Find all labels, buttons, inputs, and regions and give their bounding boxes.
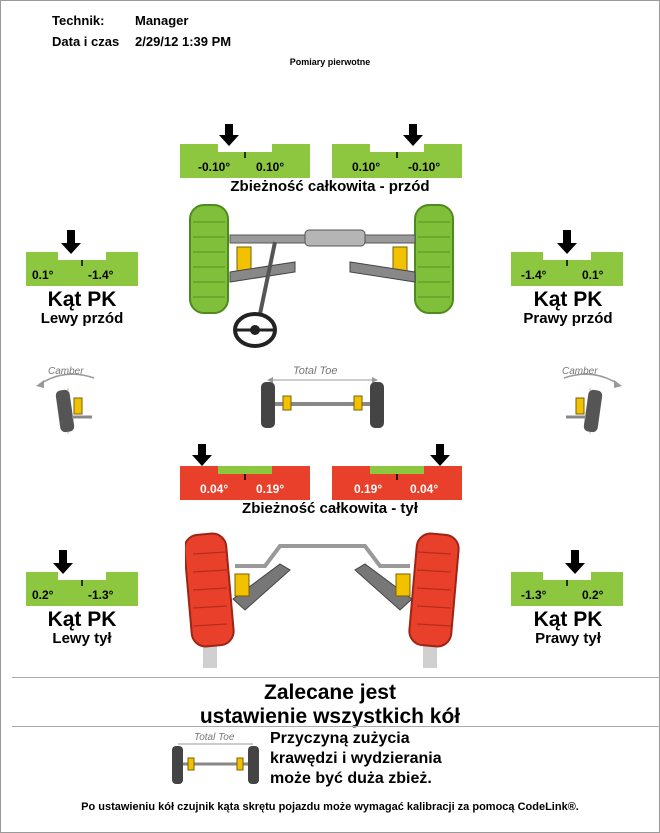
total-toe-label: Total Toe (293, 365, 337, 377)
rear-right-camber-gauge: -1.3° 0.2° (511, 550, 623, 606)
front-right-toe-max: -0.10° (408, 160, 441, 174)
front-right-camber-title: Kąt PK (533, 288, 603, 311)
rear-right-toe-min: 0.19° (354, 482, 383, 496)
front-right-toe-gauge: 0.10° -0.10° (332, 122, 462, 178)
note-line3: może być duża zbież. (270, 770, 432, 787)
rear-left-camber-title: Kąt PK (47, 608, 117, 631)
camber-right-label: Camber (562, 366, 598, 377)
front-right-camber-max: 0.1° (582, 268, 604, 282)
camber-diagram-left: Camber (30, 362, 110, 441)
total-toe-small-label: Total Toe (194, 732, 235, 743)
front-left-toe-max: 0.10° (256, 160, 285, 174)
datetime-value: 2/29/12 1:39 PM (135, 34, 232, 49)
rear-left-camber-min: 0.2° (32, 588, 54, 602)
datetime-label: Data i czas (52, 34, 120, 49)
rear-right-camber-min: -1.3° (521, 588, 547, 602)
front-left-camber-gauge: 0.1° -1.4° (26, 230, 138, 286)
camber-diagram-right: Camber (548, 362, 628, 441)
front-left-camber-min: 0.1° (32, 268, 54, 282)
rear-right-camber-subtitle: Prawy tył (535, 630, 601, 647)
front-right-camber-min: -1.4° (521, 268, 547, 282)
front-right-camber-gauge: -1.4° 0.1° (511, 230, 623, 286)
front-right-toe-min: 0.10° (352, 160, 381, 174)
rear-toe-title: Zbieżność całkowita - tył (242, 500, 418, 517)
rear-left-camber-gauge: 0.2° -1.3° (26, 550, 138, 606)
rear-right-toe-max: 0.04° (410, 482, 439, 496)
total-toe-small-diagram: Total Toe (168, 730, 263, 791)
report-subtitle: Pomiary pierwotne (289, 57, 371, 67)
rear-axle-diagram (183, 524, 465, 674)
front-left-toe-gauge: -0.10° 0.10° (180, 122, 310, 178)
front-left-camber-title: Kąt PK (47, 288, 117, 311)
front-right-camber-subtitle: Prawy przód (523, 310, 613, 327)
front-left-toe-min: -0.10° (198, 160, 231, 174)
rear-left-toe-gauge: 0.04° 0.19° (180, 444, 310, 500)
recommendation-line2: ustawienie wszystkich kół (199, 705, 461, 728)
front-axle-diagram (185, 202, 465, 357)
recommendation-line1: Zalecane jest (264, 681, 396, 704)
divider-bottom (12, 726, 660, 727)
technician-value: Manager (135, 13, 189, 28)
rear-left-camber-subtitle: Lewy tył (52, 630, 112, 647)
rear-left-toe-max: 0.19° (256, 482, 285, 496)
note-line2: krawędzi i wydzierania (270, 750, 442, 767)
note-line1: Przyczyną zużycia (270, 730, 410, 747)
front-left-camber-subtitle: Lewy przód (40, 310, 124, 327)
front-toe-title: Zbieżność całkowita - przód (230, 178, 430, 195)
rear-right-camber-max: 0.2° (582, 588, 604, 602)
rear-left-toe-min: 0.04° (200, 482, 229, 496)
footer-note: Po ustawieniu kół czujnik kąta skrętu po… (81, 801, 579, 813)
divider-top (12, 677, 660, 678)
rear-left-camber-max: -1.3° (88, 588, 114, 602)
technician-label: Technik: (52, 13, 105, 28)
total-toe-diagram: Total Toe (255, 360, 390, 439)
rear-right-toe-gauge: 0.19° 0.04° (332, 444, 462, 500)
camber-left-label: Camber (48, 366, 84, 377)
rear-right-camber-title: Kąt PK (533, 608, 603, 631)
front-left-camber-max: -1.4° (88, 268, 114, 282)
